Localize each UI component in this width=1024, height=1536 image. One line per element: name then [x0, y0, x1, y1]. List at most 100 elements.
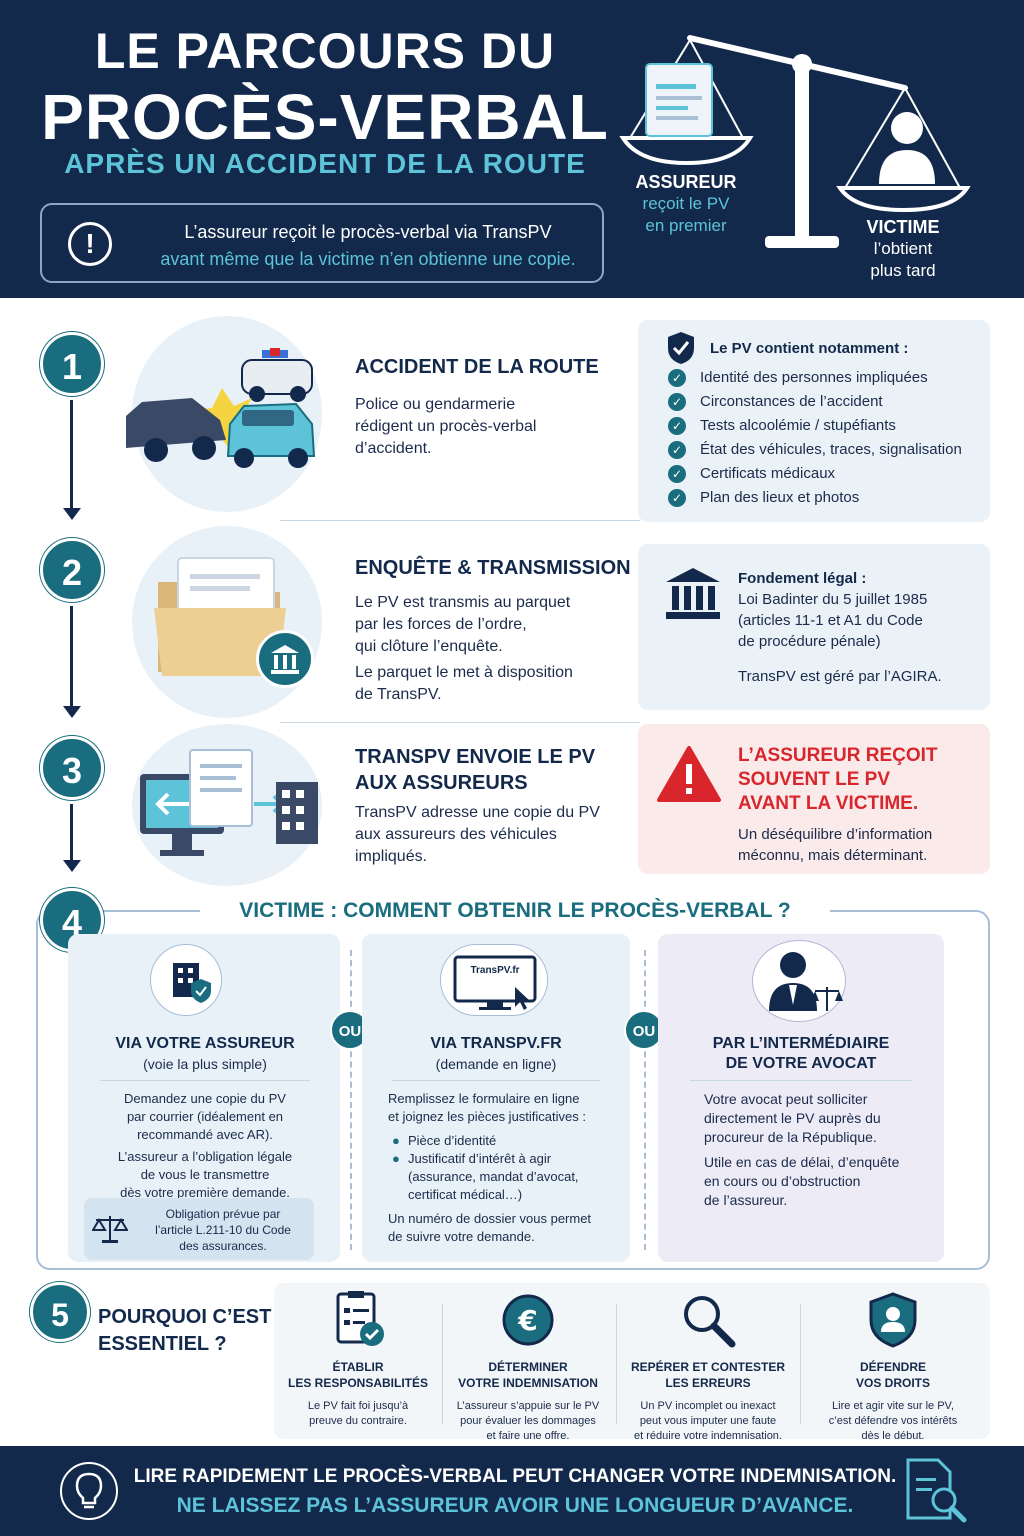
alert-icon: !: [68, 222, 112, 266]
title-line2: PROCÈS-VERBAL: [41, 81, 609, 153]
bullet-item: ●Pièce d’identité: [392, 1133, 497, 1148]
reason-title: LES RESPONSABILITÉS: [287, 1376, 429, 1390]
shield-check-icon: [668, 332, 694, 364]
list-item-text: Circonstances de l’accident: [700, 393, 883, 410]
check-icon: ✓: [668, 393, 686, 412]
legal-basis-line: TransPV est géré par l’AGIRA.: [738, 668, 942, 685]
timeline-line: [70, 400, 73, 508]
bullet-text: (assurance, mandat d’avocat,: [408, 1169, 579, 1184]
option-text-line: dès votre première demande.: [120, 1185, 290, 1200]
reason-text: Lire et agir vite sur le PV,c’est défend…: [806, 1399, 980, 1444]
euro-icon: €: [502, 1294, 554, 1346]
list-item-text: Plan des lieux et photos: [700, 489, 860, 506]
list-item: ✓Plan des lieux et photos: [668, 486, 962, 510]
or-badge: OU: [624, 1010, 664, 1050]
option-text-line: Demandez une copie du PV: [124, 1091, 286, 1106]
step5-title-line: POURQUOI C’EST: [98, 1306, 272, 1328]
pv-contents-box: Le PV contient notamment : ✓Identité des…: [638, 320, 990, 522]
step1-title: ACCIDENT DE LA ROUTE: [355, 356, 599, 378]
legal-basis-box: Fondement légal : Loi Badinter du 5 juil…: [638, 544, 990, 710]
scale-icon: [619, 35, 971, 248]
list-item-text: État des véhicules, traces, signalisatio…: [700, 441, 962, 458]
legal-note-line: des assurances.: [179, 1239, 267, 1253]
document-icon: [645, 63, 713, 137]
step5-title: POURQUOI C’EST ESSENTIEL ?: [98, 1304, 271, 1358]
warning-icon: [657, 746, 721, 802]
header-banner: [0, 0, 1024, 298]
victim-label: VICTIME l’obtient plus tard: [840, 216, 966, 282]
step4-title: VICTIME : COMMENT OBTENIR LE PROCÈS-VERB…: [200, 898, 830, 924]
folder-icon: [154, 557, 286, 676]
bullet-text: certificat médical…): [408, 1187, 523, 1202]
divider: [392, 1080, 600, 1081]
pv-contents-title: Le PV contient notamment :: [710, 340, 909, 357]
pv-contents-list: ✓Identité des personnes impliquées ✓ Circ…: [668, 366, 962, 510]
divider: [690, 1080, 912, 1081]
list-item-text: Tests alcoolémie / stupéfiants: [700, 417, 896, 434]
footer-line2: NE LAISSEZ PAS L’ASSUREUR AVOIR UNE LONG…: [176, 1494, 854, 1517]
warning-text-line: méconnu, mais déterminant.: [738, 847, 928, 864]
bank-icon: [666, 568, 720, 619]
step3-text: TransPV adresse une copie du PV aux assu…: [355, 802, 600, 868]
warning-text-line: Un déséquilibre d’information: [738, 826, 933, 843]
step-number-5: 5: [30, 1282, 90, 1342]
timeline-line: [70, 606, 73, 706]
victim-title: VICTIME: [866, 217, 940, 237]
laptop-cursor-icon: TransPV.fr: [440, 944, 548, 1016]
alert-line2: avant même que la victime n’en obtienne …: [160, 249, 576, 269]
scale-small-icon: [92, 1216, 128, 1243]
timeline-arrow: [63, 706, 81, 718]
reason-text-line: preuve du contraire.: [309, 1415, 407, 1427]
option-transpv-title: VIA TRANSPV.FR: [430, 1035, 562, 1052]
separator: [350, 950, 352, 1250]
step3-title-line: TRANSPV ENVOIE LE PV: [355, 746, 596, 768]
reason-text-line: Lire et agir vite sur le PV,: [832, 1400, 954, 1412]
warning-title-line: SOUVENT LE PV: [738, 769, 891, 790]
divider: [280, 520, 640, 521]
warning-text: Un déséquilibre d’information méconnu, m…: [738, 824, 932, 866]
legal-basis-line: Loi Badinter du 5 juillet 1985: [738, 591, 928, 608]
step2-text: Le PV est transmis au parquet par les fo…: [355, 592, 573, 706]
monitor-icon: [140, 749, 285, 856]
legal-basis-title: Fondement légal :: [738, 570, 867, 587]
option-insurer-sub: (voie la plus simple): [143, 1056, 267, 1072]
reason-errors: REPÉRER ET CONTESTER LES ERREURS Un PV i…: [622, 1290, 794, 1444]
step-number-2: 2: [40, 538, 104, 602]
option-lawyer-title: PAR L’INTERMÉDIAIRE DE VOTRE AVOCAT: [668, 1034, 934, 1074]
alert-box: ! L’assureur reçoit le procès-verbal via…: [40, 203, 604, 283]
warning-box: L’ASSUREUR REÇOIT SOUVENT LE PV AVANT LA…: [638, 724, 990, 874]
lawyer-icon: [752, 940, 846, 1022]
option-text-line: L’assureur a l’obligation légale: [117, 1149, 293, 1164]
step2-text-line: Le PV est transmis au parquet: [355, 594, 571, 611]
option-text-line: recommandé avec AR).: [137, 1127, 273, 1142]
divider: [616, 1304, 617, 1424]
reason-text-line: Le PV fait foi jusqu’à: [307, 1400, 409, 1412]
step2-text-line: Le parquet le met à disposition: [355, 664, 573, 681]
footer-banner: [0, 1446, 1024, 1536]
reason-title: VOTRE INDEMNISATION: [458, 1376, 598, 1390]
option-transpv-sub: (demande en ligne): [435, 1056, 557, 1072]
check-icon: ✓: [668, 417, 686, 436]
list-item: ✓Certificats médicaux: [668, 462, 962, 486]
list-item: ✓Identité des personnes impliquées: [668, 366, 962, 390]
reason-title: DÉTERMINER: [488, 1360, 568, 1374]
step2-text-line: de TransPV.: [355, 686, 442, 703]
person-icon: [879, 112, 935, 184]
step1-text: Police ou gendarmerie rédigent un procès…: [355, 394, 536, 460]
option-text-line: Utile en cas de délai, d’enquête: [704, 1154, 900, 1170]
bullet-text: Justificatif d’intérêt à agir: [408, 1151, 552, 1166]
legal-note-line: Obligation prévue par: [165, 1207, 281, 1221]
victim-sub1: l’obtient: [873, 239, 933, 258]
reason-compensation: € DÉTERMINER VOTRE INDEMNISATION L’assur…: [448, 1290, 608, 1444]
legal-basis-line: de procédure pénale): [738, 633, 881, 650]
insurer-label: ASSUREUR reçoit le PV en premier: [624, 171, 748, 237]
lightbulb-icon: [60, 1462, 118, 1520]
option-text-line: de suivre votre demande.: [388, 1229, 535, 1244]
option-lawyer-title-line: DE VOTRE AVOCAT: [725, 1055, 877, 1072]
magnifier-icon: [684, 1296, 736, 1348]
reason-text-line: dès le début.: [861, 1430, 925, 1442]
divider: [800, 1304, 801, 1424]
reason-title: LES ERREURS: [665, 1376, 751, 1390]
reason-title: ÉTABLIR: [332, 1360, 384, 1374]
timeline-line: [70, 804, 73, 860]
